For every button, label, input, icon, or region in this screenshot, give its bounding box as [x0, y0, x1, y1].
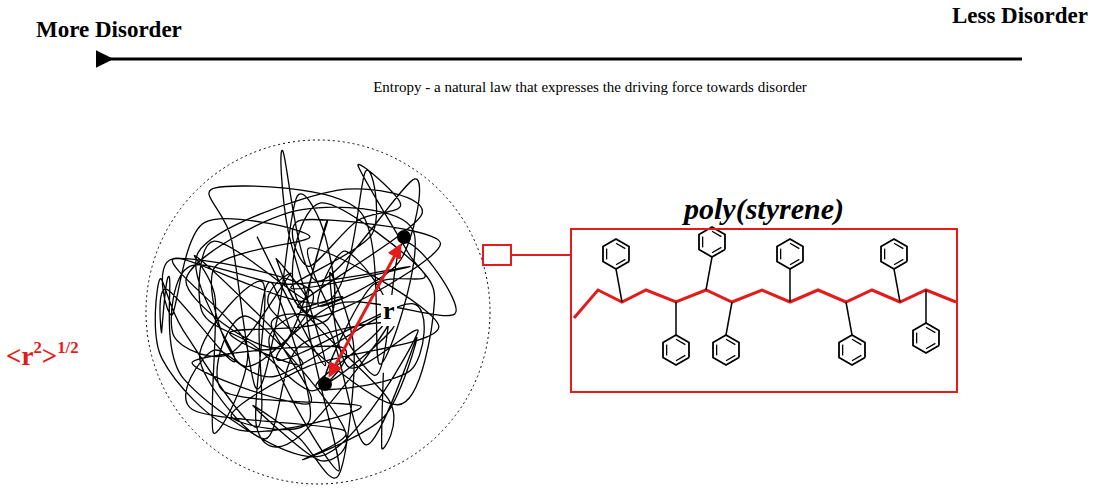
vector-label: r [381, 295, 397, 326]
rms-distance-label: <r2>1/2 [6, 340, 79, 372]
axis-end-label: More Disorder [36, 16, 182, 44]
zoom-leader [511, 254, 570, 256]
coil-boundary [146, 140, 490, 484]
polystyrene-structure [574, 227, 956, 365]
axis-end-label: Less Disorder [952, 2, 1088, 30]
coil-strand [155, 150, 456, 478]
zoom-square [483, 245, 511, 265]
zoom-box: poly(styrene) [570, 228, 958, 393]
disorder-axis-arrow [110, 58, 1022, 61]
chain-end [318, 377, 332, 391]
end-to-end-vector [330, 246, 400, 375]
chain-end [397, 230, 411, 244]
entropy-note: Entropy - a natural law that expresses t… [373, 78, 807, 96]
polymer-name: poly(styrene) [684, 192, 844, 226]
random-coil [155, 150, 456, 478]
